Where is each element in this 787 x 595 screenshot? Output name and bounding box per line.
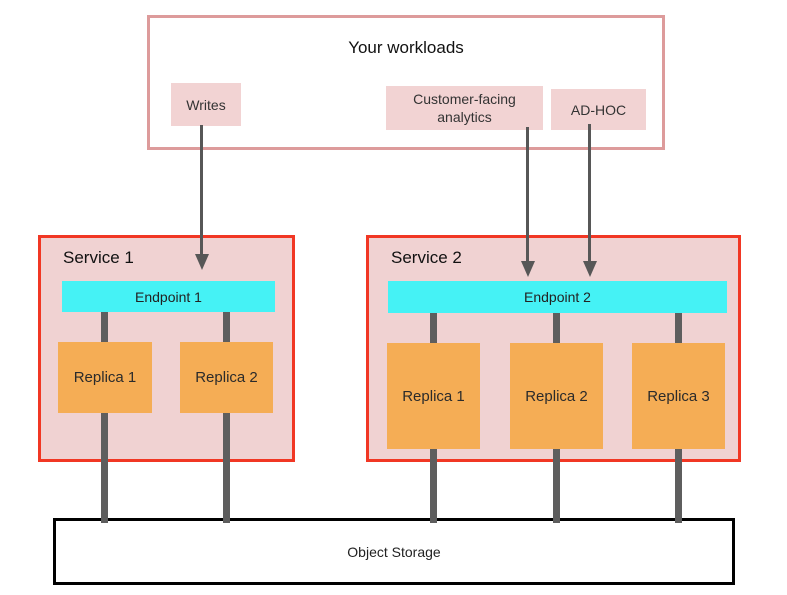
connector-s2-replica3-storage xyxy=(675,449,682,523)
workloads-title: Your workloads xyxy=(348,38,464,57)
connector-endpoint2-replica3 xyxy=(675,313,682,343)
connector-endpoint2-replica1 xyxy=(430,313,437,343)
service-1-title: Service 1 xyxy=(63,248,134,267)
service-2-group: Service 2 Endpoint 2 Replica 1 Replica 2… xyxy=(366,235,741,462)
workload-item-ad-hoc: AD-HOC xyxy=(551,89,646,130)
service-2-replica-1: Replica 1 xyxy=(387,343,480,449)
object-storage-box: Object Storage xyxy=(53,518,735,585)
connector-s2-replica2-storage xyxy=(553,449,560,523)
arrow-head-icon xyxy=(521,261,535,277)
arrow-writes-to-endpoint-1 xyxy=(200,125,203,255)
connector-endpoint1-replica1 xyxy=(101,312,108,342)
object-storage-label: Object Storage xyxy=(347,543,441,560)
your-workloads-group: Your workloads Writes Customer-facing an… xyxy=(147,15,665,150)
arrow-adhoc-to-endpoint-2 xyxy=(588,124,591,262)
workload-item-customer-facing-analytics: Customer-facing analytics xyxy=(386,86,543,130)
arrow-head-icon xyxy=(583,261,597,277)
connector-s2-replica1-storage xyxy=(430,449,437,523)
service-2-title: Service 2 xyxy=(391,248,462,267)
connector-endpoint1-replica2 xyxy=(223,312,230,342)
workload-item-writes: Writes xyxy=(171,83,241,126)
endpoint-1-bar: Endpoint 1 xyxy=(62,281,275,312)
connector-endpoint2-replica2 xyxy=(553,313,560,343)
connector-s1-replica1-storage xyxy=(101,413,108,523)
service-2-replica-2: Replica 2 xyxy=(510,343,603,449)
service-1-replica-1: Replica 1 xyxy=(58,342,152,413)
arrow-analytics-to-endpoint-2 xyxy=(526,127,529,262)
connector-s1-replica2-storage xyxy=(223,413,230,523)
endpoint-2-bar: Endpoint 2 xyxy=(388,281,727,313)
arrow-head-icon xyxy=(195,254,209,270)
service-2-replica-3: Replica 3 xyxy=(632,343,725,449)
service-1-group: Service 1 Endpoint 1 Replica 1 Replica 2 xyxy=(38,235,295,462)
service-1-replica-2: Replica 2 xyxy=(180,342,273,413)
